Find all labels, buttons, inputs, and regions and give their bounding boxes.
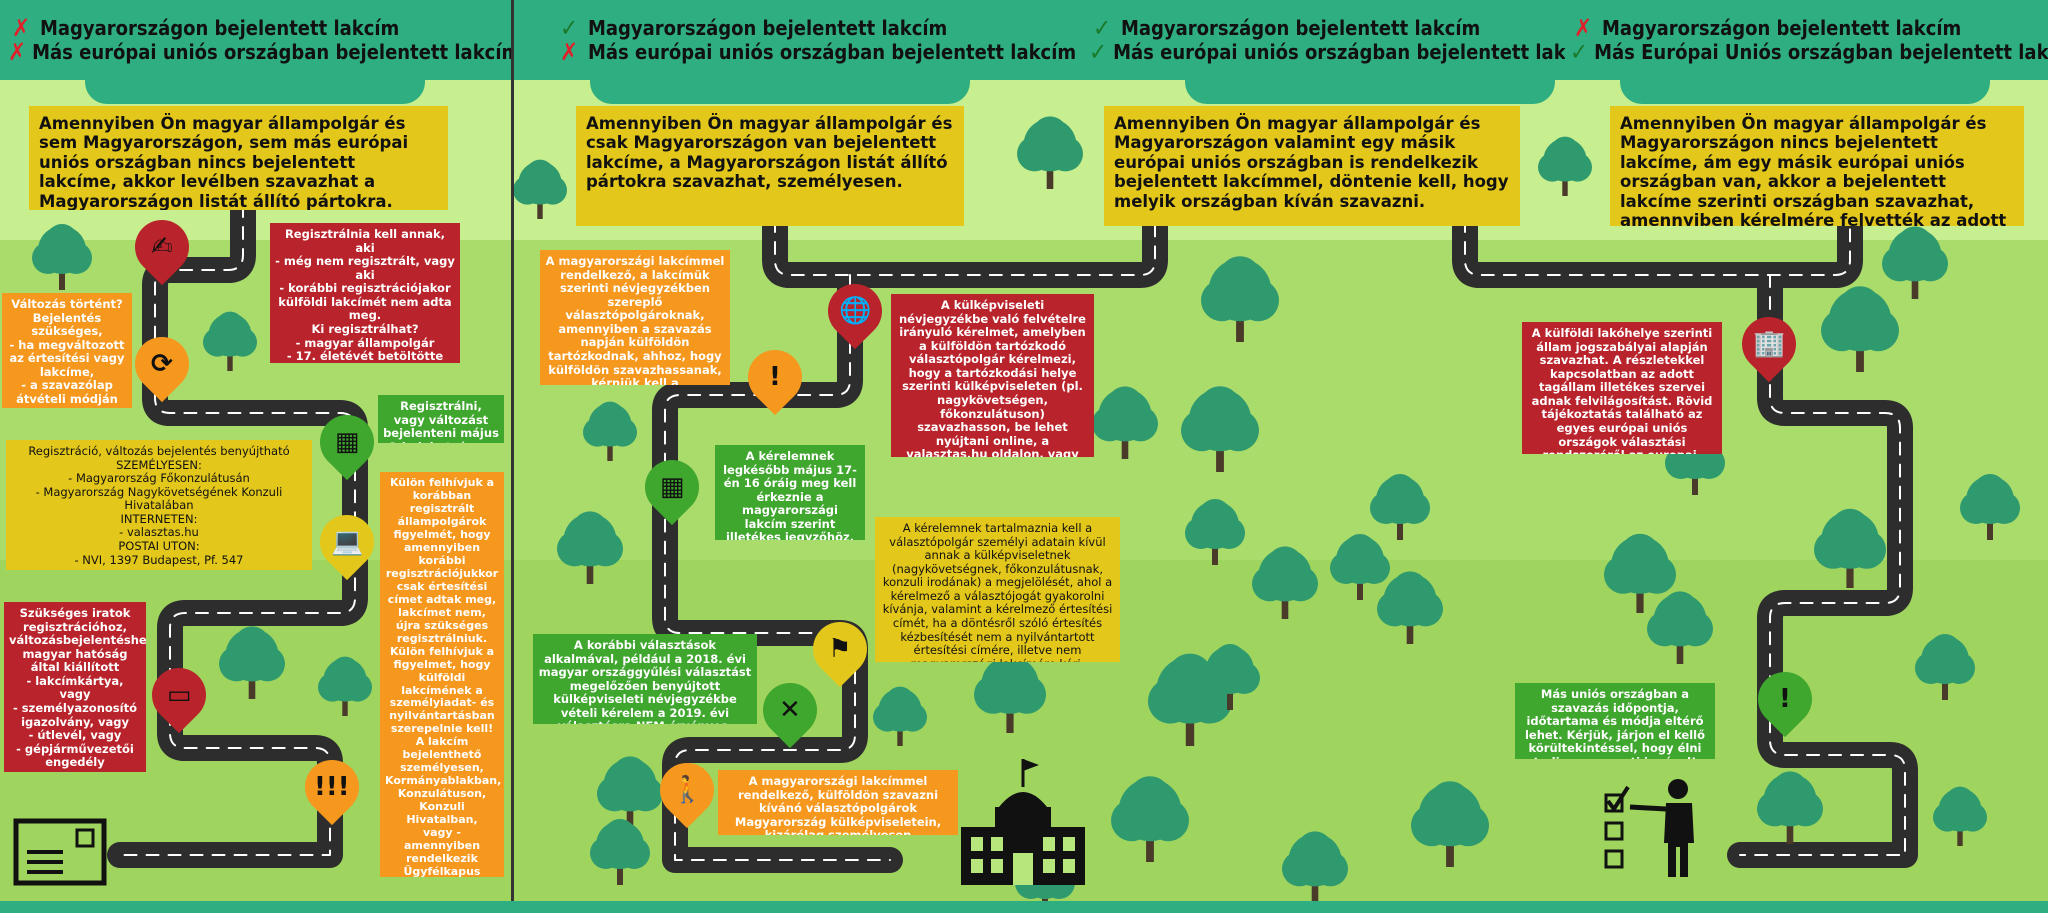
tree-icon (974, 653, 1046, 733)
calendar-clock-icon: ▦ (334, 427, 360, 458)
note-required-documents: Szükséges iratok regisztrációhoz, változ… (4, 602, 146, 772)
column-3-header: ✓ Magyarországon bejelentett lakcím ✓Más … (1085, 0, 1565, 80)
cross-mark-icon: ✗ (8, 37, 27, 66)
tree-icon (1933, 786, 1987, 846)
column-divider (511, 0, 514, 913)
office-building-icon: 🏢 (1752, 329, 1786, 359)
cross-mark-icon: ✗ (11, 13, 31, 42)
note-absentee-registration: A magyarországi lakcímmel rendelkező, a … (540, 250, 730, 385)
calendar-clock-icon: ▦ (659, 472, 685, 503)
tree-icon (1185, 499, 1245, 565)
tree-icon (1252, 546, 1318, 619)
tree-icon (1370, 474, 1430, 540)
tree-icon (1411, 781, 1489, 867)
column-4-line-1: Magyarországon bejelentett lakcím (1602, 15, 1962, 40)
tree-icon (1377, 571, 1443, 644)
column-4-intro: Amennyiben Ön magyar állampolgár és Magy… (1610, 106, 2024, 226)
refresh-icon: ⟳ (151, 349, 173, 380)
note-host-country-law: A külföldi lakóhelye szerinti állam jogs… (1522, 322, 1722, 454)
tree-icon (1330, 534, 1390, 600)
tree-icon (1092, 386, 1158, 459)
column-2-line-1: Magyarországon bejelentett lakcím (588, 15, 948, 40)
column-1-intro: Amennyiben Ön magyar állampolgár és sem … (29, 106, 448, 210)
tree-icon (1757, 771, 1823, 844)
globe-icon: 🌐 (838, 296, 872, 326)
note-deadline: Regisztrálni, vagy változást bejelenteni… (378, 395, 504, 443)
envelope-icon (13, 818, 107, 886)
check-mark-icon: ✓ (1570, 37, 1589, 66)
triple-exclamation-icon: !!! (314, 772, 350, 803)
cross-mark-icon: ✗ (559, 37, 579, 66)
tree-icon (1148, 653, 1232, 746)
header-tab (590, 78, 970, 104)
tree-icon (1181, 386, 1259, 472)
column-4-header: ✗ Magyarországon bejelentett lakcím ✓Más … (1568, 0, 2048, 80)
column-1-header: ✗ Magyarországon bejelentett lakcím ✗Más … (0, 0, 511, 80)
column-1-line-2: Más európai uniós országban bejelentett … (32, 39, 511, 64)
laptop-person-icon: 💻 (330, 527, 364, 557)
tree-icon (1111, 776, 1189, 862)
tree-icon (1282, 831, 1348, 904)
exclamation-icon: ! (1779, 684, 1791, 715)
tree-icon (219, 626, 285, 699)
tree-icon (590, 819, 650, 885)
check-mark-icon: ✓ (1089, 37, 1108, 66)
form-pen-icon: ✍ (151, 232, 173, 263)
header-bar (514, 0, 2048, 80)
column-4-line-2: Más Európai Uniós országban bejelentett … (1594, 39, 2048, 64)
tree-icon (32, 224, 92, 290)
column-3-intro: Amennyiben Ön magyar állampolgár és Magy… (1104, 106, 1520, 226)
tree-icon (1647, 591, 1713, 664)
tree-icon (1915, 634, 1975, 700)
header-tab (1620, 78, 1990, 104)
tree-icon (583, 401, 637, 461)
tree-icon (1604, 533, 1677, 613)
header-tab (1185, 78, 1555, 104)
check-mark-icon: ✓ (1092, 13, 1112, 42)
column-3-line-1: Magyarországon bejelentett lakcím (1121, 15, 1481, 40)
tree-icon (1201, 256, 1279, 342)
tree-icon (1882, 226, 1948, 299)
note-submission: Regisztráció, változás bejelentés benyúj… (6, 440, 312, 570)
exclamation-icon: ! (769, 362, 781, 393)
check-mark-icon: ✓ (559, 13, 579, 42)
tree-group (32, 116, 2020, 913)
tree-icon (513, 159, 567, 219)
tree-icon (557, 511, 624, 584)
id-card-icon: ▭ (166, 680, 192, 711)
header-tab (85, 78, 425, 104)
note-previous-request-invalid: A korábbi választások alkalmával, példáu… (533, 634, 757, 724)
note-request-submission: A külképviseleti névjegyzékbe való felvé… (891, 294, 1094, 457)
cross-mark-icon: ✗ (1573, 13, 1593, 42)
tree-icon (873, 686, 927, 746)
column-2-intro: Amennyiben Ön magyar állampolgár és csak… (576, 106, 964, 226)
tree-icon (1017, 116, 1083, 189)
note-request-deadline: A kérelemnek legkésőbb május 17-én 16 ór… (715, 445, 865, 540)
column-2-header: ✓ Magyarországon bejelentett lakcím ✗ Más … (552, 0, 1082, 80)
column-2-line-2: Más európai uniós országban bejelentett … (588, 39, 1077, 64)
tree-icon (1538, 136, 1592, 196)
tree-icon (1821, 286, 1899, 372)
tree-icon (1200, 644, 1260, 710)
note-registration-who: Regisztrálnia kell annak, aki - még nem … (270, 223, 460, 363)
note-different-rules: Más uniós országban a szavazás időpontja… (1515, 683, 1715, 759)
column-1-line-1: Magyarországon bejelentett lakcím (40, 15, 400, 40)
cross-icon: ✕ (779, 695, 801, 726)
embassy-building-icon (961, 759, 1085, 885)
tree-icon (1814, 508, 1887, 588)
person-at-desk-icon: ⚑ (828, 634, 852, 664)
note-request-content: A kérelemnek tartalmaznia kell a választ… (875, 517, 1120, 662)
note-change: Változás történt? Bejelentés szükséges, … (2, 293, 132, 408)
tree-icon (1960, 474, 2020, 540)
tree-icon (597, 756, 664, 829)
note-attention: Külön felhívjuk a korábban regisztrált á… (380, 472, 504, 877)
checklist-person-icon (1604, 779, 1694, 877)
walking-person-icon: 🚶 (670, 775, 704, 805)
tree-icon (203, 311, 257, 371)
column-3-line-2: Más európai uniós országban bejelentett … (1113, 39, 1565, 64)
tree-icon (318, 656, 372, 716)
note-vote-in-person: A magyarországi lakcímmel rendelkező, kü… (718, 770, 958, 835)
footer-bar (0, 901, 2048, 913)
